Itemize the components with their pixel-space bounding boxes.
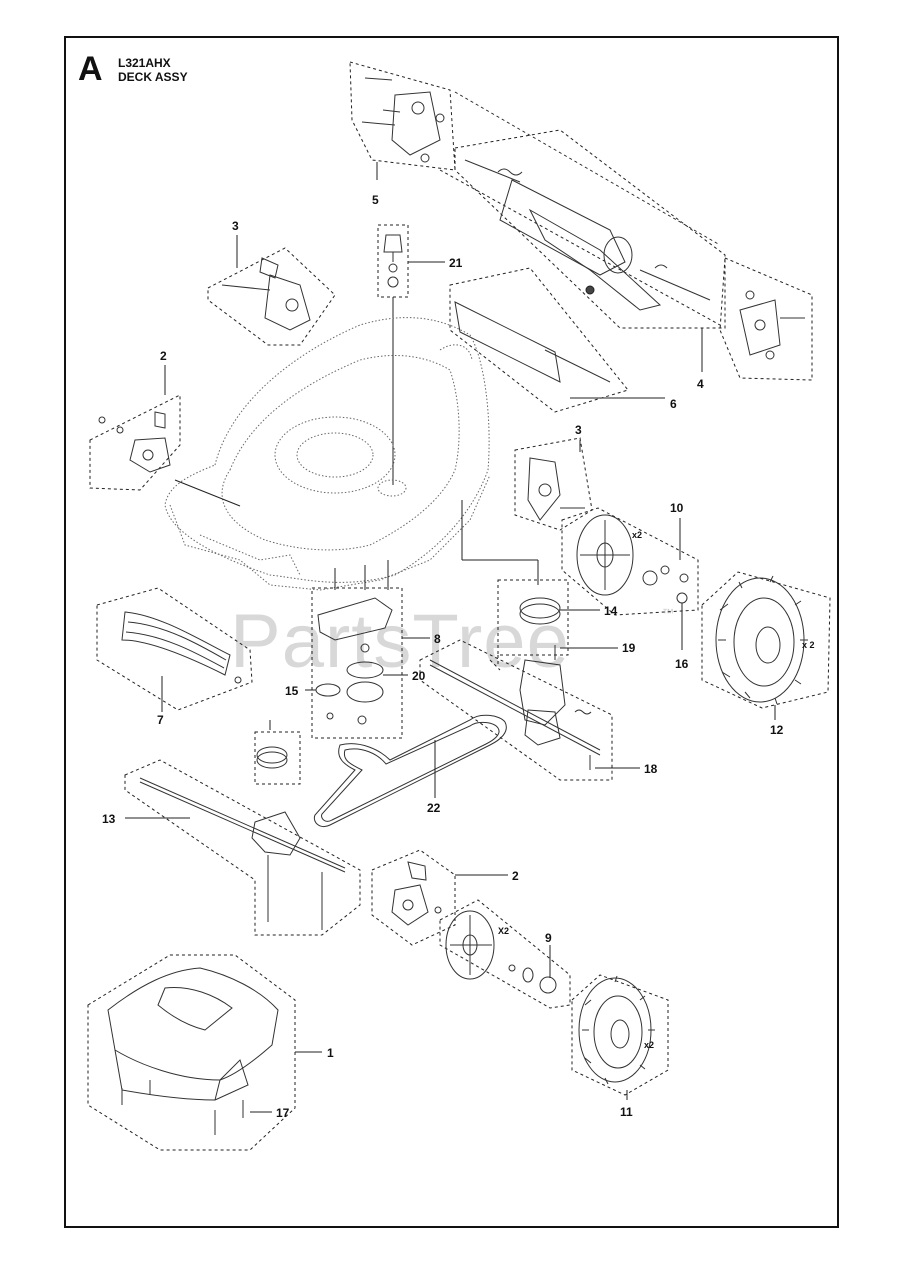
callout-6: 6 [670,397,677,411]
part-8-bracket-pulley-stack[interactable] [305,587,430,739]
callout-20: 20 [412,669,426,683]
part-21-height-knob[interactable] [377,224,445,485]
callout-15: 15 [285,684,299,698]
callout-7: 7 [157,713,164,727]
callout-16: 16 [675,657,689,671]
qty-x2-front-hub: X2 [498,926,509,936]
diagram-frame [64,36,839,1228]
assembly-title: DECK ASSY [118,70,188,84]
section-letter: A [78,50,103,88]
mower-deck[interactable] [164,317,491,591]
callout-13: 13 [102,812,116,826]
callout-12: 12 [770,723,784,737]
callout-8: 8 [434,632,441,646]
part-4-rear-flap-assembly[interactable] [454,129,813,381]
callout-3a: 3 [232,219,239,233]
part-19-screw[interactable] [554,645,618,660]
callout-10: 10 [670,501,684,515]
part-10-rear-hub[interactable]: x2 [561,507,699,616]
part-6-rear-rod[interactable] [449,267,665,413]
watermark-tm: ™ [662,606,674,620]
qty-x2-rear-wheel: x 2 [802,640,815,650]
callout-4: 4 [697,377,704,391]
callout-18: 18 [644,762,658,776]
callout-2a: 2 [160,349,167,363]
callout-5: 5 [372,193,379,207]
part-14-gear-pulley[interactable] [497,579,600,656]
callout-3b: 3 [575,423,582,437]
part-2-height-adjuster-lower[interactable] [371,849,508,946]
callout-21: 21 [449,256,463,270]
callout-17: 17 [276,1106,290,1120]
part-11-front-wheel[interactable]: x2 [571,974,669,1100]
part-3-height-adjuster-right[interactable] [514,437,593,531]
part-12-rear-wheel[interactable]: x 2 [701,571,831,720]
part-5-handle-bracket[interactable] [349,61,456,180]
part-13-front-axle-gearbox[interactable] [124,720,361,936]
part-16-hub-nut[interactable] [676,592,688,650]
part-7-front-bumper[interactable] [96,587,253,712]
callout-19: 19 [622,641,636,655]
part-2-height-adjuster-upper[interactable] [89,365,241,507]
qty-x2-rear-hub: x2 [632,530,642,540]
callout-14: 14 [604,604,618,618]
part-9-front-hub[interactable]: X2 [439,899,571,1009]
model-number: L321AHX [118,56,171,70]
callout-9: 9 [545,931,552,945]
qty-x2-front-wheel: x2 [644,1040,654,1050]
callout-2b: 2 [512,869,519,883]
callout-1: 1 [327,1046,334,1060]
part-3-height-adjuster-upper[interactable] [207,235,336,346]
callout-22: 22 [427,801,441,815]
callout-11: 11 [620,1105,633,1119]
part-1-top-cover[interactable] [87,954,322,1151]
watermark: PartsTree [230,599,570,684]
part-22-drive-belt[interactable] [313,714,507,828]
part-18-rear-axle-gearbox[interactable] [419,639,640,781]
